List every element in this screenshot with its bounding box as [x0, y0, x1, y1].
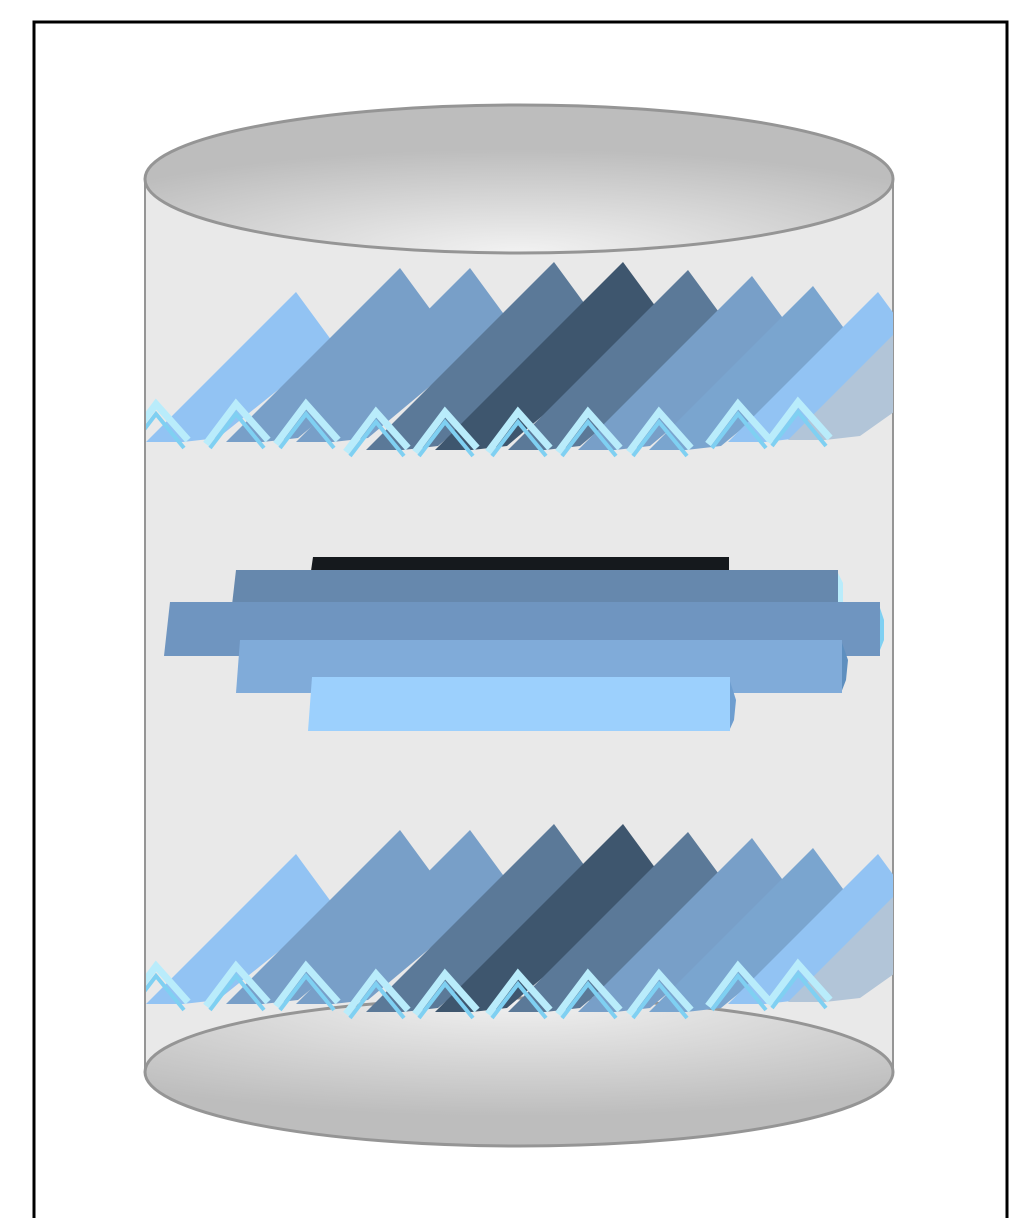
panel-edge-shadow	[770, 970, 828, 1010]
slab-top	[311, 557, 729, 571]
central-slab-stack	[164, 557, 884, 731]
panel-edge-shadow	[631, 980, 689, 1020]
lower-zigzag-layer	[146, 824, 893, 1020]
panel-edge-highlight	[765, 958, 833, 1007]
panel-edge-highlight	[412, 406, 480, 455]
panel-edge-shadow	[278, 410, 336, 450]
panel-edge-shadow	[348, 980, 406, 1020]
panel-edge-shadow	[208, 410, 266, 450]
panel-edge-shadow	[208, 972, 266, 1012]
slab-lower-edge	[841, 640, 848, 693]
panel-edge-highlight	[203, 398, 271, 447]
zigzag-panel	[146, 854, 335, 1004]
slab-bottom-edge	[729, 678, 736, 731]
cylinder-top-cap	[143, 103, 895, 255]
panel-edge-highlight	[626, 968, 694, 1017]
panel-edge-highlight	[203, 960, 271, 1009]
panel-edge-highlight	[555, 968, 623, 1017]
panel-edge-highlight	[273, 960, 341, 1009]
panel-edge-highlight	[412, 968, 480, 1017]
zigzag-panel	[226, 268, 439, 442]
panel-edge-shadow	[490, 418, 548, 458]
zigzag-panel	[508, 270, 727, 450]
zigzag-panel	[226, 830, 439, 1004]
zigzag-panel	[296, 268, 509, 442]
zigzag-panel	[508, 832, 727, 1012]
zigzag-panel	[728, 292, 893, 442]
panel-edge-highlight	[555, 406, 623, 455]
zigzag-panel	[366, 262, 593, 450]
panel-edge-highlight	[146, 398, 191, 443]
panel-edge-shadow	[560, 418, 618, 458]
slab-upper-edge	[837, 571, 843, 605]
panel-edge-highlight	[273, 398, 341, 447]
zigzag-panel	[435, 824, 662, 1012]
panel-edge-highlight	[705, 960, 773, 1009]
zigzag-panel	[146, 292, 335, 442]
panel-edge-highlight	[626, 406, 694, 455]
panel-edge-highlight	[485, 406, 553, 455]
panel-edge-shadow	[560, 980, 618, 1020]
slab-upper	[232, 570, 838, 605]
slab-bottom	[308, 677, 730, 731]
zigzag-panel	[578, 276, 791, 450]
panel-edge-shadow	[710, 972, 768, 1012]
zigzag-panel	[788, 897, 893, 1002]
zigzag-panel	[578, 838, 791, 1012]
zigzag-panel	[435, 262, 662, 450]
panel-edge-shadow	[770, 408, 828, 448]
panel-edge-shadow	[490, 980, 548, 1020]
cylinder-bottom-cap	[143, 996, 895, 1148]
panel-edge-highlight	[485, 968, 553, 1017]
panel-edge-highlight	[146, 960, 191, 1005]
zigzag-panel	[649, 286, 852, 450]
panel-edge-shadow	[710, 410, 768, 450]
panel-edge-shadow	[631, 418, 689, 458]
zigzag-panel	[366, 824, 593, 1012]
panel-edge-highlight	[705, 398, 773, 447]
panel-edge-highlight	[343, 968, 411, 1017]
panel-edge-highlight	[765, 396, 833, 445]
panel-edge-shadow	[146, 972, 186, 1012]
zigzag-panel	[649, 848, 852, 1012]
panel-edge-shadow	[146, 410, 186, 450]
zigzag-panel	[728, 854, 893, 1004]
panel-edge-shadow	[278, 972, 336, 1012]
panel-edge-shadow	[417, 418, 475, 458]
panel-edge-highlight	[343, 406, 411, 455]
zigzag-panel	[296, 830, 509, 1004]
zigzag-panel	[788, 335, 893, 440]
panel-edge-shadow	[348, 418, 406, 458]
panel-edge-shadow	[417, 980, 475, 1020]
upper-zigzag-layer	[146, 262, 893, 458]
